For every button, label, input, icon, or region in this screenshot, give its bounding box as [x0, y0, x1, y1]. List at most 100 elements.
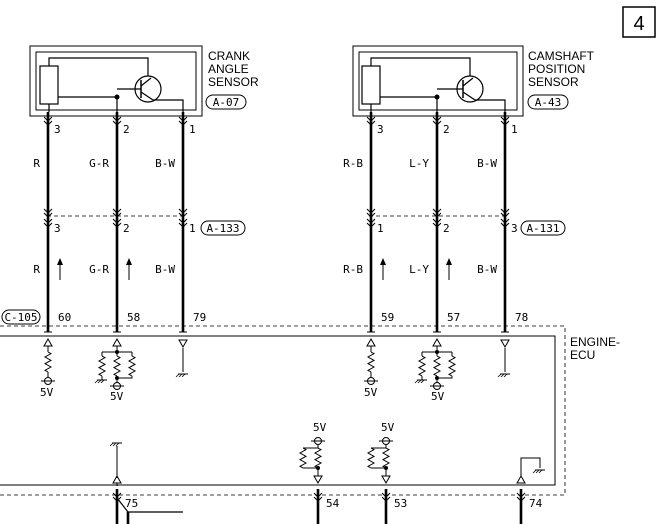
- crank-angle-sensor: CRANK ANGLE SENSOR A-07: [29, 45, 259, 117]
- resistor: [313, 447, 323, 469]
- ground-hatch: [414, 379, 419, 384]
- resistor: [432, 355, 442, 377]
- ground-hatch: [417, 379, 422, 384]
- connector-chevron: [43, 218, 53, 224]
- connector-chevron: [432, 208, 442, 214]
- ecu-pin-number: 60: [58, 311, 71, 324]
- connector-chevron: [516, 496, 526, 502]
- ground-hatch: [535, 469, 540, 474]
- page-number-box: [622, 6, 656, 38]
- cam-label-1: CAMSHAFT: [528, 49, 595, 63]
- ecu-label-2: ECU: [570, 348, 595, 362]
- connector-chevron: [112, 120, 122, 126]
- sensor-pin-number: 3: [377, 123, 384, 136]
- ecu-label-1: ENGINE-: [570, 335, 620, 349]
- connector-chevron: [500, 208, 510, 214]
- joint-right-connector: A-131: [526, 222, 559, 235]
- cam-label-3: SENSOR: [528, 75, 579, 89]
- wire-color-upper: R-B: [343, 157, 363, 170]
- voltage-label: 5V: [364, 386, 378, 399]
- input-triangle: [381, 475, 391, 485]
- signal-arrow-head: [57, 258, 63, 265]
- resistor: [112, 355, 122, 377]
- resistor: [366, 447, 376, 469]
- connector-chevron: [432, 222, 442, 228]
- connector-chevron: [432, 116, 442, 122]
- ground-hatch: [178, 373, 183, 378]
- connector-chevron: [366, 116, 376, 122]
- input-triangle: [432, 337, 442, 347]
- resistor: [127, 355, 137, 377]
- ground-hatch: [109, 442, 114, 447]
- connector-chevron: [178, 208, 188, 214]
- connector-chevron: [178, 222, 188, 228]
- wire-color-upper: B-W: [477, 157, 497, 170]
- joint-pin-number: 1: [189, 222, 196, 235]
- connector-chevron: [500, 116, 510, 122]
- connector-chevron: [366, 120, 376, 126]
- crank-connector: A-07: [213, 96, 240, 109]
- ground-hatch: [503, 373, 508, 378]
- ecu-pin-number: 54: [326, 497, 340, 510]
- connector-chevron: [112, 116, 122, 122]
- wire-color-lower: B-W: [477, 263, 497, 276]
- trace: [437, 376, 453, 379]
- ground-hatch: [112, 442, 117, 447]
- wire-color-lower: R: [33, 263, 40, 276]
- connector-chevron: [178, 212, 188, 218]
- ecu-pin-number: 53: [394, 497, 407, 510]
- sensor-pin-number: 2: [443, 123, 450, 136]
- connector-chevron: [432, 120, 442, 126]
- crank-label-1: CRANK: [208, 49, 250, 63]
- joint-pin-number: 2: [123, 222, 130, 235]
- connector-chevron: [366, 222, 376, 228]
- wire-color-upper: G-R: [89, 157, 109, 170]
- engine-ecu: ENGINE- ECU C-105: [0, 309, 620, 496]
- trace: [117, 376, 133, 379]
- wire-color-lower: G-R: [89, 263, 109, 276]
- connector-chevron: [313, 496, 323, 502]
- wire-harness: 33RR6022G-RG-R5811B-WB-W7931R-BR-B5922L-…: [33, 112, 528, 333]
- wire-color-upper: B-W: [155, 157, 175, 170]
- connector-chevron: [313, 492, 323, 498]
- connector-chevron: [516, 492, 526, 498]
- connector-chevron: [500, 120, 510, 126]
- resistor: [366, 351, 376, 373]
- resistor: [97, 355, 107, 377]
- connector-chevron: [366, 218, 376, 224]
- connector-chevron: [500, 222, 510, 228]
- connector-chevron: [178, 218, 188, 224]
- voltage-label: 5V: [313, 421, 327, 434]
- input-triangle: [313, 475, 323, 485]
- connector-chevron: [112, 496, 122, 502]
- ground-hatch: [175, 373, 180, 378]
- voltage-label: 5V: [431, 390, 445, 403]
- input-triangle: [516, 474, 526, 484]
- sensor-pin-number: 1: [511, 123, 518, 136]
- ground-hatch: [100, 379, 105, 384]
- connector-chevron: [112, 208, 122, 214]
- ecu-pin-number: 58: [127, 311, 140, 324]
- joint-pin-number: 2: [443, 222, 450, 235]
- signal-arrow-head: [446, 258, 452, 265]
- ecu-pin-number: 79: [193, 311, 206, 324]
- connector-chevron: [43, 116, 53, 122]
- connector-chevron: [500, 212, 510, 218]
- resistor: [298, 447, 308, 469]
- ground-hatch: [420, 379, 425, 384]
- connector-chevron: [432, 218, 442, 224]
- connector-chevron: [112, 492, 122, 498]
- resistor: [447, 355, 457, 377]
- crank-label-2: ANGLE: [208, 62, 249, 76]
- input-triangle: [112, 337, 122, 347]
- ecu-pin-number: 57: [447, 311, 460, 324]
- ground-hatch: [532, 469, 537, 474]
- ground-hatch: [97, 379, 102, 384]
- resistor: [381, 447, 391, 469]
- connector-chevron: [43, 208, 53, 214]
- connector-chevron: [43, 120, 53, 126]
- signal-arrow-head: [126, 258, 132, 265]
- ecu-pin-number: 74: [529, 497, 543, 510]
